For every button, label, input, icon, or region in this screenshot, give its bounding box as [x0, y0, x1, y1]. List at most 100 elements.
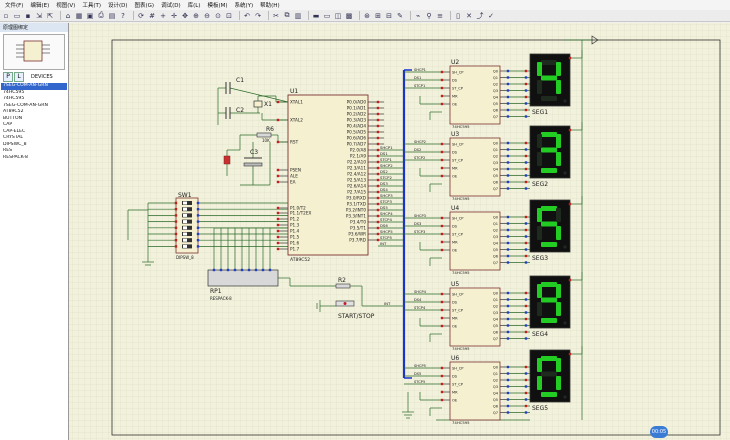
menu-item-4[interactable]: 设计(D): [107, 3, 128, 9]
sr-net-label: DS5: [414, 372, 421, 376]
shift-register-4[interactable]: [449, 287, 501, 347]
shift-register-1[interactable]: [449, 65, 501, 125]
library-button[interactable]: L: [14, 71, 24, 82]
r6-resistor[interactable]: [256, 132, 272, 138]
reset-button[interactable]: [223, 155, 231, 165]
sr-net-label: DS1: [414, 76, 421, 80]
bom-icon[interactable]: ✓: [488, 11, 494, 20]
shift-register-2[interactable]: [449, 137, 501, 197]
make-device-icon[interactable]: ⊞: [375, 11, 381, 20]
pin-marker: [376, 178, 380, 182]
origin-icon[interactable]: +: [160, 11, 166, 20]
menu-item-8[interactable]: 模板(M): [207, 3, 228, 9]
pin-marker: [440, 300, 444, 304]
pan-icon[interactable]: ✥: [182, 11, 188, 20]
shift-register-ref: U3: [451, 131, 459, 138]
schematic-canvas[interactable]: U1AT89C52XTAL1XTAL2RSTPSENALEEAP1.0/T2P1…: [69, 23, 730, 440]
undo-icon[interactable]: ↶: [244, 11, 250, 20]
menu-item-10[interactable]: 帮助(H): [260, 3, 280, 9]
pin-marker: [376, 106, 380, 110]
redo-icon[interactable]: ↷: [255, 11, 261, 20]
sr-pin-label: MR: [452, 167, 458, 171]
cut-icon[interactable]: ✂: [273, 11, 279, 20]
export-icon[interactable]: ⇱: [47, 11, 53, 20]
open-file-icon[interactable]: ▭: [13, 11, 21, 20]
crosshair-icon[interactable]: ✛: [171, 11, 177, 20]
device-list-item[interactable]: BUTTON: [3, 115, 23, 121]
sr-pin-label: Q3: [493, 235, 498, 239]
copy-icon[interactable]: ⧉: [284, 11, 290, 19]
device-list-item[interactable]: AT89C52: [3, 109, 24, 114]
help-icon[interactable]: ?: [121, 11, 125, 20]
remove-sheet-icon[interactable]: ✕: [466, 11, 472, 20]
sr-pin-label: Q7: [493, 411, 498, 415]
shift-register-3[interactable]: [449, 211, 501, 271]
menu-item-7[interactable]: 库(L): [187, 3, 201, 9]
pin-marker: [506, 69, 510, 73]
grid-icon[interactable]: ▦: [75, 11, 83, 20]
pin-marker: [506, 378, 510, 382]
x1-crystal[interactable]: [253, 100, 263, 108]
menu-item-9[interactable]: 系统(Y): [234, 3, 254, 9]
pick-device-icon[interactable]: ⊛: [364, 11, 370, 20]
component-icon[interactable]: ▣: [86, 11, 94, 20]
menu-item-0[interactable]: 文件(F): [5, 3, 24, 9]
sw1-dip-body[interactable]: [175, 197, 199, 254]
grid-toggle-icon[interactable]: #: [149, 11, 155, 20]
new-sheet-icon[interactable]: ▯: [456, 11, 460, 20]
refresh-icon[interactable]: ⟳: [138, 11, 144, 20]
device-list-item[interactable]: 74HC595: [3, 89, 25, 95]
device-list-item[interactable]: 74HC595: [3, 96, 25, 101]
menu-item-1[interactable]: 编辑(E): [30, 3, 50, 9]
rp1-resistor-pack[interactable]: [207, 269, 279, 287]
search-icon[interactable]: ⚲: [426, 11, 432, 20]
pin-marker: [276, 241, 280, 245]
block-delete-icon[interactable]: ▩: [345, 11, 353, 20]
device-list-item[interactable]: DIPSWC_8: [3, 141, 27, 147]
zoom-all-icon[interactable]: ⊙: [215, 11, 221, 20]
shift-register-5[interactable]: [449, 361, 501, 421]
wire-autorouter-icon[interactable]: ⌁: [415, 11, 421, 20]
block-move-icon[interactable]: ▭: [323, 11, 331, 20]
chip-icon[interactable]: ▤: [108, 11, 116, 20]
menu-item-5[interactable]: 图表(G): [134, 3, 155, 9]
dip-switch-knob: [183, 201, 187, 205]
save-icon[interactable]: ▪: [25, 11, 31, 20]
device-list-item[interactable]: RESPACK-8: [3, 154, 28, 160]
home-icon[interactable]: ⌂: [65, 11, 71, 20]
menu-item-3[interactable]: 工具(T): [82, 3, 101, 9]
new-file-icon[interactable]: ▫: [3, 11, 9, 20]
menu-item-2[interactable]: 视图(V): [56, 3, 76, 9]
decompose-icon[interactable]: ✎: [397, 11, 403, 20]
paste-icon[interactable]: ▥: [294, 11, 302, 20]
pin-marker: [376, 166, 380, 170]
segment-f: [537, 134, 542, 148]
pick-device-button[interactable]: P: [3, 71, 13, 82]
sr-net-label: SHCP5: [414, 364, 426, 368]
u1-mcu-body[interactable]: [287, 94, 369, 256]
device-list-item[interactable]: 7SEG-COM-AN-GRN: [3, 102, 48, 108]
print-icon[interactable]: ⎙: [98, 11, 104, 19]
block-rotate-icon[interactable]: ◫: [334, 11, 342, 20]
import-icon[interactable]: ⇲: [36, 11, 42, 20]
zoom-out-icon[interactable]: ⊖: [204, 11, 210, 20]
pin-marker: [524, 311, 528, 314]
zoom-area-icon[interactable]: ⊡: [226, 11, 232, 20]
pin-marker: [568, 352, 572, 356]
device-list-item[interactable]: CRYSTAL: [3, 135, 23, 140]
menu-item-6[interactable]: 调试(D): [161, 3, 181, 9]
package-icon[interactable]: ⊟: [386, 11, 392, 20]
device-list-item[interactable]: 7SEG-COM-AN-GRN: [1, 83, 67, 90]
exit-sheet-icon[interactable]: ⤴: [476, 11, 484, 20]
device-list-item[interactable]: RES: [3, 148, 13, 153]
u1-pin-label: P0.7/AD7: [347, 142, 367, 147]
property-tool-icon[interactable]: ≡: [437, 11, 443, 20]
pin-marker: [524, 261, 528, 264]
r2-resistor[interactable]: [335, 283, 351, 289]
zoom-in-icon[interactable]: ⊕: [193, 11, 199, 20]
device-list-item[interactable]: CAP-ELEC: [3, 128, 26, 134]
u1-pin-label: P0.2/AD2: [347, 112, 367, 117]
u1-pin-label: P3.7/RD: [349, 238, 366, 243]
block-copy-icon[interactable]: ▬: [312, 11, 320, 20]
device-list-item[interactable]: CAP: [3, 122, 13, 127]
